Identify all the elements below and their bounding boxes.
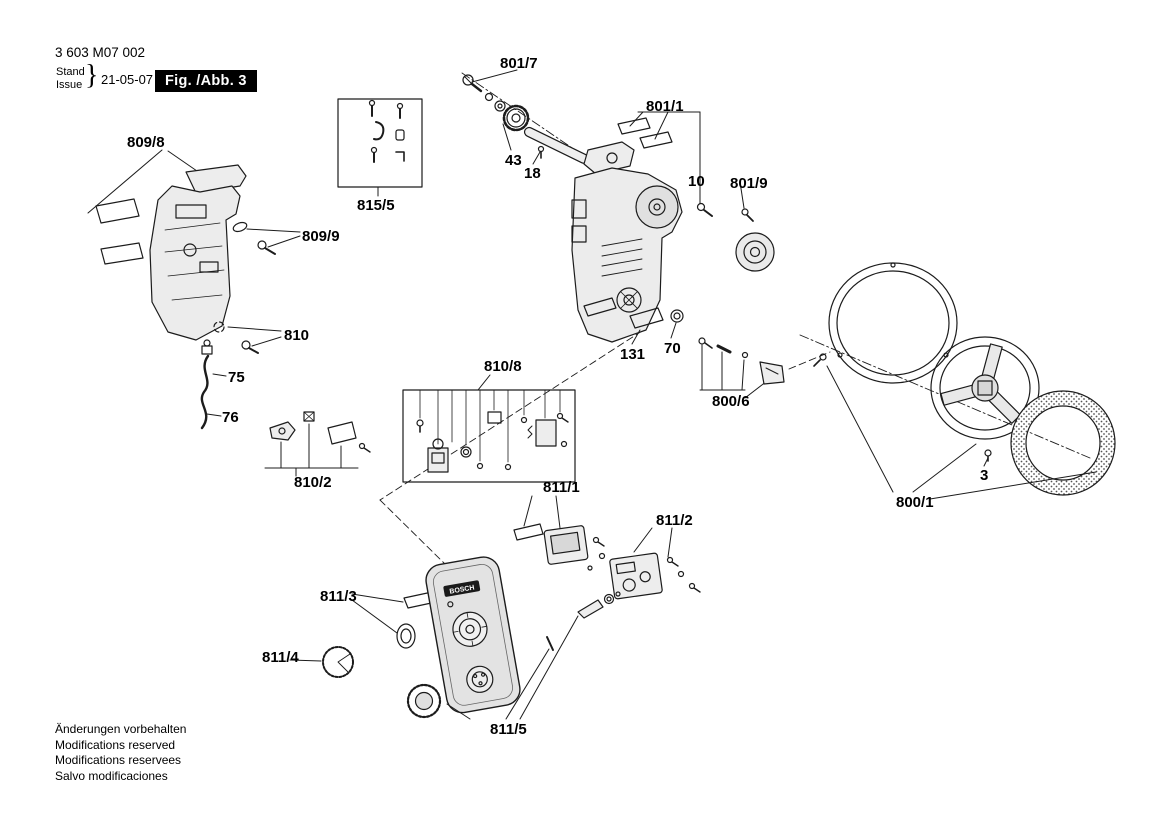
part-label-131: 131: [620, 346, 646, 363]
part-label-800-6: 800/6: [712, 393, 750, 410]
reservation-notice: Änderungen vorbehalten Modifications res…: [55, 722, 186, 784]
part-label-811-2: 811/2: [656, 512, 693, 529]
part-label-43: 43: [505, 152, 522, 169]
sticker-131: [629, 307, 664, 345]
notice-line-de: Änderungen vorbehalten: [55, 722, 187, 736]
issue-label: Issue: [56, 79, 83, 91]
part-label-810-8: 810/8: [484, 358, 522, 375]
brace-glyph: }: [85, 60, 99, 91]
knob-801-9: [735, 181, 775, 272]
notice-line-fr: Modifications reservees: [55, 753, 182, 767]
part-label-811-5: 811/5: [490, 721, 527, 738]
textured-ring-cover: [1010, 390, 1116, 496]
part-label-810-2: 810/2: [294, 474, 332, 491]
part-label-76: 76: [222, 409, 239, 426]
part-label-18: 18: [524, 165, 541, 182]
housing-left-809-8: [87, 149, 247, 341]
small-parts-box-815-5: [337, 98, 423, 197]
part-label-3: 3: [980, 467, 989, 484]
motor-housing-801-1: [571, 111, 701, 343]
screw-10: [696, 202, 713, 217]
valve-cone: [546, 591, 621, 651]
part-label-75: 75: [228, 369, 245, 386]
part-label-801-7: 801/7: [500, 55, 538, 72]
figure-badge: Fig. /Abb. 3: [155, 70, 257, 92]
keys-and-plate-810-2: [264, 411, 371, 477]
front-panel-assembly: BOSCH: [289, 556, 579, 720]
part-label-70: 70: [664, 340, 681, 357]
part-label-800-1: 800/1: [896, 494, 934, 511]
document-part-number: 3 603 M07 002: [55, 45, 146, 60]
issue-date: 21-05-07: [101, 72, 154, 87]
part-label-811-3: 811/3: [320, 588, 357, 605]
bushing-70: [670, 309, 684, 339]
screw-3: [983, 449, 992, 467]
clip-and-screw-809-9: [232, 221, 301, 255]
wheel-cover-spoked-800-1: [930, 336, 1040, 440]
part-label-815-5: 815/5: [357, 197, 395, 214]
clip-and-screw-810: [213, 321, 282, 354]
part-label-801-1: 801/1: [646, 98, 684, 115]
part-label-811-1: 811/1: [543, 479, 580, 496]
gear-shaft-assembly-801-7: [462, 69, 589, 165]
part-label-10: 10: [688, 173, 705, 190]
pins-and-knob-800-6: [698, 337, 785, 399]
part-label-811-4: 811/4: [262, 649, 299, 666]
part-label-809-8: 809/8: [127, 134, 165, 151]
assembly-axis-lines: [379, 72, 1091, 567]
bosch-logo: BOSCH: [449, 584, 475, 595]
button-module-811-2: [609, 527, 701, 600]
part-label-810: 810: [284, 327, 310, 344]
switch-parts-box-810-8: [402, 374, 576, 483]
notice-line-es: Salvo modificaciones: [55, 768, 168, 783]
notice-line-en: Modifications reserved: [55, 737, 176, 752]
hose-75-76: [200, 339, 227, 430]
ring-cover-outer-800-1: [813, 262, 958, 384]
part-label-801-9: 801/9: [730, 175, 768, 192]
leaders-800-1: [826, 365, 1097, 500]
display-module-811-1: [513, 495, 606, 571]
stand-label: Stand: [56, 66, 85, 78]
stand-issue-block: Stand Issue: [56, 66, 85, 92]
part-label-809-9: 809/9: [302, 228, 340, 245]
